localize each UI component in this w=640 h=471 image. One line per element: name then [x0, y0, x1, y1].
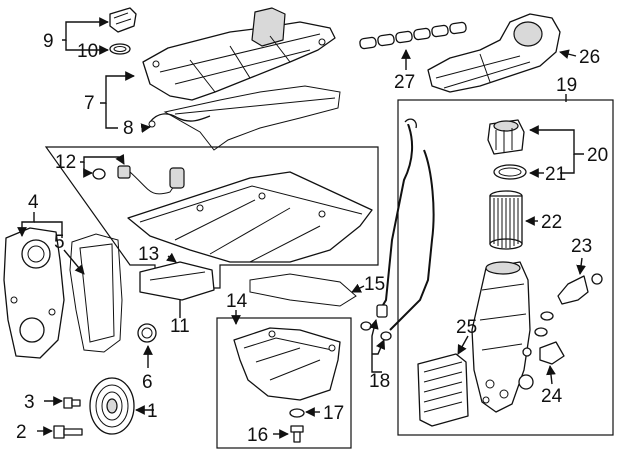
- oil-filter-cap: [487, 119, 525, 155]
- callout-4: 4: [28, 192, 39, 213]
- callout-17: 17: [323, 403, 344, 424]
- valve-cover: [142, 7, 336, 101]
- upper-oil-pan: [127, 171, 373, 263]
- filler-cap-seal: [109, 43, 131, 55]
- callout-19: 19: [556, 75, 577, 96]
- crankshaft-seal: [137, 323, 157, 343]
- callout-numbers: 1 2 3 4 5 6 7 8 9 10 11 12 13 14 15 16 1…: [16, 31, 608, 446]
- callout-6: 6: [142, 372, 153, 393]
- callout-7: 7: [84, 93, 95, 114]
- oil-pan-upper-frame: [44, 146, 379, 289]
- lower-oil-pan: [233, 327, 341, 401]
- callout-2: 2: [16, 422, 27, 443]
- housing-seal-a: [540, 311, 554, 321]
- crankshaft-pulley: [89, 377, 135, 435]
- callout-11: 11: [170, 316, 190, 337]
- callout-5: 5: [54, 232, 65, 253]
- oil-filter-element: [489, 190, 523, 250]
- callout-8: 8: [123, 118, 134, 139]
- oil-level-sensor: [92, 165, 185, 195]
- callout-25: 25: [456, 317, 477, 338]
- callout-10: 10: [77, 41, 98, 62]
- callout-12: 12: [55, 152, 76, 173]
- housing-seal-b: [534, 327, 548, 337]
- oil-dipstick-tube: [360, 118, 435, 341]
- callout-22: 22: [541, 212, 562, 233]
- drain-plug: [290, 425, 304, 443]
- housing-seal-c: [522, 347, 532, 357]
- callout-16: 16: [247, 425, 268, 446]
- callout-15: 15: [364, 274, 385, 295]
- intake-manifold-gasket: [359, 21, 467, 50]
- callout-21: 21: [545, 164, 566, 185]
- callout-24: 24: [541, 386, 563, 407]
- callout-27: 27: [394, 72, 415, 93]
- callout-23: 23: [571, 236, 592, 257]
- pulley-bolt-large: [53, 425, 83, 439]
- oil-pressure-sensor: [518, 341, 565, 390]
- callout-13: 13: [138, 244, 159, 265]
- oil-filter-housing-frame: [397, 99, 614, 436]
- oil-filter-housing-body: [471, 261, 531, 413]
- timing-cover: [3, 227, 65, 359]
- callout-14: 14: [226, 291, 248, 312]
- oil-pan-baffle: [139, 261, 215, 301]
- pulley-bolt-small: [63, 397, 81, 409]
- oil-line-fitting: [557, 273, 603, 305]
- callout-26: 26: [579, 47, 600, 68]
- lower-oil-pan-frame: [216, 317, 352, 449]
- callout-9: 9: [43, 31, 54, 52]
- filter-cap-o-ring: [493, 164, 527, 180]
- intake-manifold: [427, 13, 561, 93]
- callout-3: 3: [24, 392, 35, 413]
- oil-filler-cap: [109, 7, 137, 33]
- callout-20: 20: [587, 145, 608, 166]
- timing-cover-gasket: [69, 233, 123, 353]
- leader-lines: [17, 17, 586, 439]
- callout-18: 18: [369, 371, 390, 392]
- callout-1: 1: [147, 401, 158, 422]
- oil-pan-gasket: [249, 273, 357, 307]
- drain-plug-washer: [289, 408, 305, 418]
- oil-cooler: [417, 353, 469, 427]
